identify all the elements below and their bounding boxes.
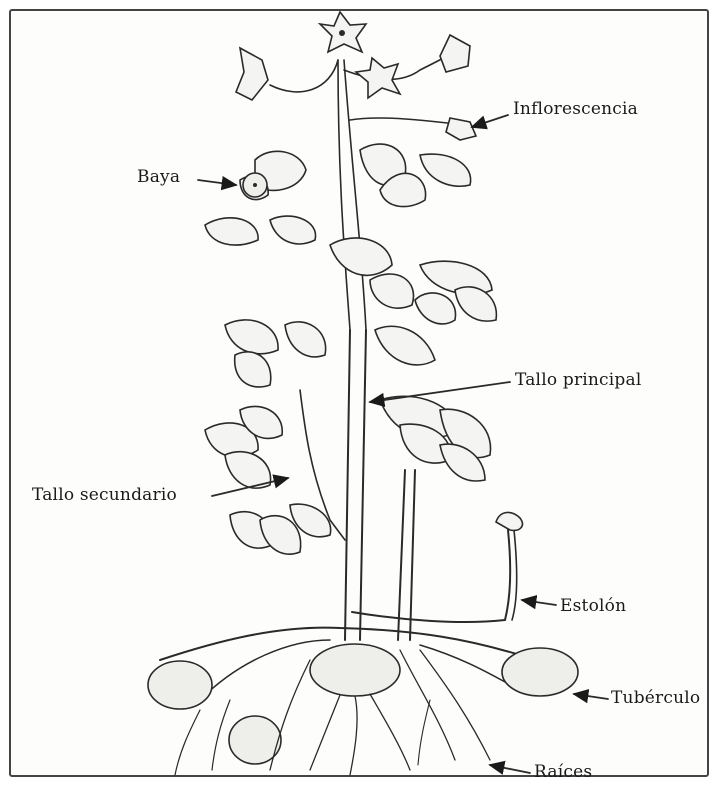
berry	[243, 173, 267, 197]
label-roots: Raíces	[534, 762, 592, 782]
main-stem	[338, 60, 366, 640]
inflorescence-flowers	[236, 12, 476, 140]
label-berry: Baya	[137, 167, 180, 187]
label-stolon: Estolón	[560, 596, 626, 616]
label-main-stem: Tallo principal	[515, 370, 641, 390]
tubers	[148, 644, 578, 764]
label-secondary-stem: Tallo secundario	[32, 485, 177, 505]
stolon	[352, 512, 522, 622]
label-inflorescence: Inflorescencia	[513, 99, 638, 119]
label-tuber: Tubérculo	[611, 688, 700, 708]
leaves	[205, 144, 496, 554]
